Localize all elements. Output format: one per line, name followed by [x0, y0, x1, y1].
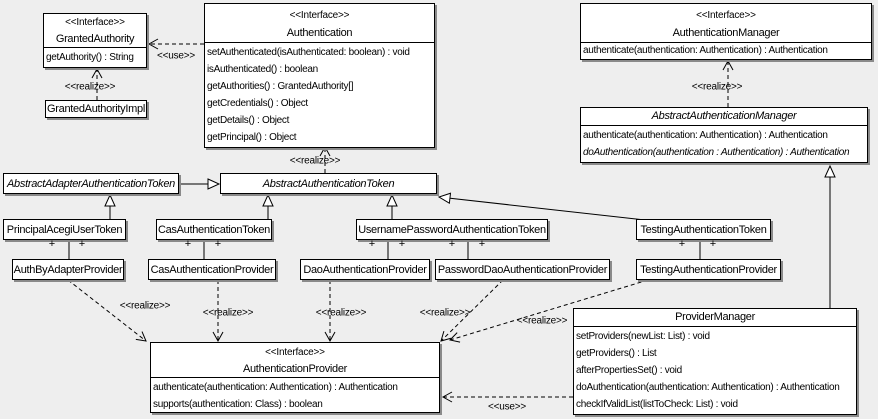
method-list: setProviders(newList: List) : void getPr…: [574, 327, 856, 413]
class-name: AuthenticationManager: [672, 27, 780, 39]
class-name: DaoAuthenticationProvider: [303, 263, 427, 276]
method: doAuthentication(authentication : Authen…: [583, 147, 850, 158]
realize-label-auth-by-adapter: <<realize>>: [119, 300, 171, 312]
class-name: Authentication: [286, 27, 353, 39]
class-auth-by-adapter-provider[interactable]: AuthByAdapterProvider: [12, 259, 124, 280]
class-authentication-manager[interactable]: <<Interface>> AuthenticationManager auth…: [580, 3, 872, 60]
method: isAuthenticated() : boolean: [207, 64, 318, 75]
realize-label-authentication: <<realize>>: [289, 155, 341, 167]
realize-label-testing-provider: <<realize>>: [516, 315, 568, 327]
method-list: authenticate(authentication: Authenticat…: [581, 126, 867, 161]
method: checkIfValidList(listToCheck: List) : vo…: [576, 399, 738, 410]
class-granted-authority[interactable]: <<Interface>> GrantedAuthority getAuthor…: [43, 13, 147, 68]
class-header: <<Interface>> Authentication: [205, 4, 434, 43]
class-password-dao-authentication-provider[interactable]: PasswordDaoAuthenticationProvider: [435, 259, 610, 280]
class-header: <<Interface>> GrantedAuthority: [44, 14, 146, 48]
realize-authbyadapter-to-auth-provider: [67, 279, 147, 342]
class-authentication-provider[interactable]: <<Interface>> AuthenticationProvider aut…: [150, 342, 440, 413]
class-testing-authentication-provider[interactable]: TestingAuthenticationProvider: [636, 259, 781, 280]
method: setAuthenticated(isAuthenticated: boolea…: [207, 47, 410, 58]
method: authenticate(authentication: Authenticat…: [583, 45, 828, 56]
stereotype-label: <<Interface>>: [265, 347, 325, 358]
method-list: setAuthenticated(isAuthenticated: boolea…: [205, 43, 434, 146]
class-name: AuthenticationProvider: [242, 363, 348, 375]
class-granted-authority-impl[interactable]: GrantedAuthorityImpl: [45, 100, 147, 118]
class-header: <<Interface>> AuthenticationProvider: [151, 343, 439, 378]
multiplicity-label: +: [78, 238, 86, 250]
class-cas-authentication-provider[interactable]: CasAuthenticationProvider: [148, 259, 276, 280]
method: supports(authentication: Class) : boolea…: [153, 399, 323, 410]
class-name: AbstractAuthenticationManager: [581, 108, 867, 126]
method-list: authenticate(authentication: Authenticat…: [581, 43, 871, 58]
method-list: authenticate(authentication: Authenticat…: [151, 378, 439, 412]
method: getAuthority() : String: [46, 52, 134, 63]
class-name: CasAuthenticationProvider: [150, 263, 274, 276]
class-name: TestingAuthenticationProvider: [640, 263, 777, 276]
class-name: ProviderManager: [574, 309, 856, 327]
class-provider-manager[interactable]: ProviderManager setProviders(newList: Li…: [573, 308, 857, 415]
method: getPrincipal() : Object: [207, 132, 297, 143]
class-name: CasAuthenticationToken: [157, 223, 271, 236]
method: getDetails() : Object: [207, 115, 290, 126]
use-label-authentication-granted-authority: <<use>>: [156, 50, 196, 62]
class-username-password-authentication-token[interactable]: UsernamePasswordAuthenticationToken: [356, 219, 548, 240]
multiplicity-label: +: [368, 238, 376, 250]
class-name: PrincipalAcegiUserToken: [6, 223, 123, 236]
method: authenticate(authentication: Authenticat…: [583, 130, 828, 141]
method: doAuthentication(authentication: Authent…: [576, 382, 840, 393]
multiplicity-label: +: [48, 238, 56, 250]
multiplicity-label: +: [678, 238, 686, 250]
multiplicity-label: +: [709, 238, 717, 250]
realize-label-dao-provider: <<realize>>: [315, 307, 367, 319]
realize-label-granted-authority: <<realize>>: [64, 81, 116, 93]
realize-label-password-dao-provider: <<realize>>: [419, 307, 471, 319]
class-name: TestingAuthenticationToken: [640, 223, 767, 236]
class-principal-acegi-user-token[interactable]: PrincipalAcegiUserToken: [3, 219, 126, 240]
realize-label-cas-provider: <<realize>>: [202, 307, 254, 319]
class-name: AuthByAdapterProvider: [13, 263, 123, 276]
method: getAuthorities() : GrantedAuthority[]: [207, 81, 354, 92]
multiplicity-label: +: [448, 238, 456, 250]
method-list: getAuthority() : String: [44, 48, 146, 66]
multiplicity-label: +: [398, 238, 406, 250]
class-name: GrantedAuthorityImpl: [47, 103, 145, 115]
stereotype-label: <<Interface>>: [65, 17, 125, 28]
stereotype-label: <<Interface>>: [289, 10, 350, 21]
method: authenticate(authentication: Authenticat…: [153, 382, 398, 393]
method: getCredentials() : Object: [207, 98, 308, 109]
class-authentication[interactable]: <<Interface>> Authentication setAuthenti…: [204, 3, 435, 148]
class-cas-authentication-token[interactable]: CasAuthenticationToken: [156, 219, 272, 240]
method: setProviders(newList: List) : void: [576, 331, 710, 342]
class-name: UsernamePasswordAuthenticationToken: [358, 223, 546, 236]
class-name: AbstractAuthenticationToken: [262, 177, 395, 190]
class-abstract-authentication-token[interactable]: AbstractAuthenticationToken: [220, 173, 437, 194]
class-abstract-authentication-manager[interactable]: AbstractAuthenticationManager authentica…: [580, 107, 868, 163]
class-name: AbstractAdapterAuthenticationToken: [7, 177, 175, 190]
class-dao-authentication-provider[interactable]: DaoAuthenticationProvider: [300, 259, 430, 280]
stereotype-label: <<Interface>>: [696, 10, 756, 21]
realize-label-authentication-manager: <<realize>>: [691, 81, 743, 93]
method: getProviders() : List: [576, 348, 657, 359]
method: afterPropertiesSet() : void: [576, 365, 682, 376]
use-label-provider-manager: <<use>>: [487, 401, 527, 413]
multiplicity-label: +: [214, 238, 222, 250]
class-abstract-adapter-authentication-token[interactable]: AbstractAdapterAuthenticationToken: [3, 173, 179, 194]
class-name: PasswordDaoAuthenticationProvider: [437, 263, 608, 276]
multiplicity-label: +: [184, 238, 192, 250]
multiplicity-label: +: [478, 238, 486, 250]
class-name: GrantedAuthority: [55, 33, 135, 45]
class-header: <<Interface>> AuthenticationManager: [581, 4, 871, 43]
realize-passworddao-to-auth-provider: [440, 279, 504, 342]
class-testing-authentication-token[interactable]: TestingAuthenticationToken: [636, 219, 771, 240]
gen-testing-token-to-abstract-token: [437, 192, 646, 221]
